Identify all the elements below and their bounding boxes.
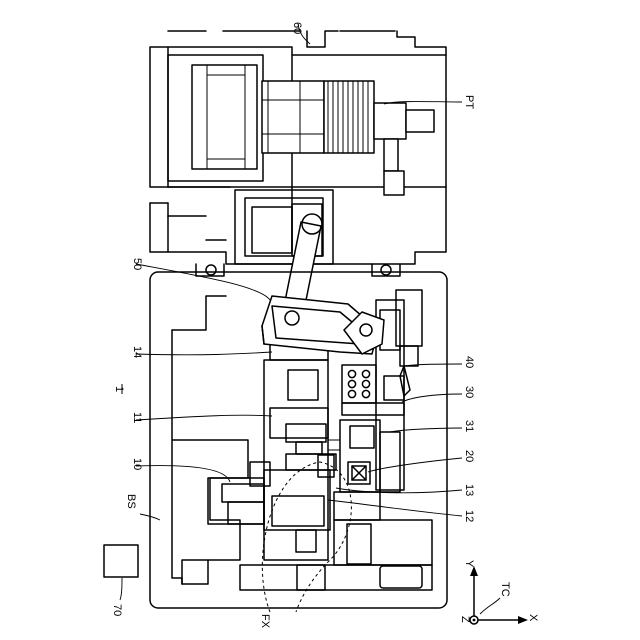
upper-unit-60 <box>150 31 446 264</box>
axis-triad <box>470 566 528 624</box>
label-70: 70 <box>111 604 123 616</box>
label-14: 14 <box>131 346 143 358</box>
label-11: 11 <box>131 412 143 423</box>
label-50: 50 <box>131 258 143 270</box>
label-fx: FX <box>259 614 271 629</box>
label-12: 12 <box>463 510 475 522</box>
label-bs: BS <box>125 494 137 509</box>
label-40: 40 <box>463 356 475 368</box>
label-axis-x: X <box>527 614 539 622</box>
label-13: 13 <box>463 484 475 496</box>
label-20: 20 <box>463 450 475 462</box>
label-pt: PT <box>463 95 475 109</box>
label-31: 31 <box>463 420 475 432</box>
label-30: 30 <box>463 386 475 398</box>
label-tc: TC <box>499 582 511 597</box>
part-70-box <box>104 545 138 577</box>
label-1: 1 <box>113 386 125 392</box>
hand-50 <box>262 296 384 354</box>
label-axis-y: Y <box>463 560 475 568</box>
label-60: 60 <box>291 22 303 34</box>
label-10: 10 <box>131 458 143 470</box>
label-axis-z: Z <box>459 616 471 623</box>
